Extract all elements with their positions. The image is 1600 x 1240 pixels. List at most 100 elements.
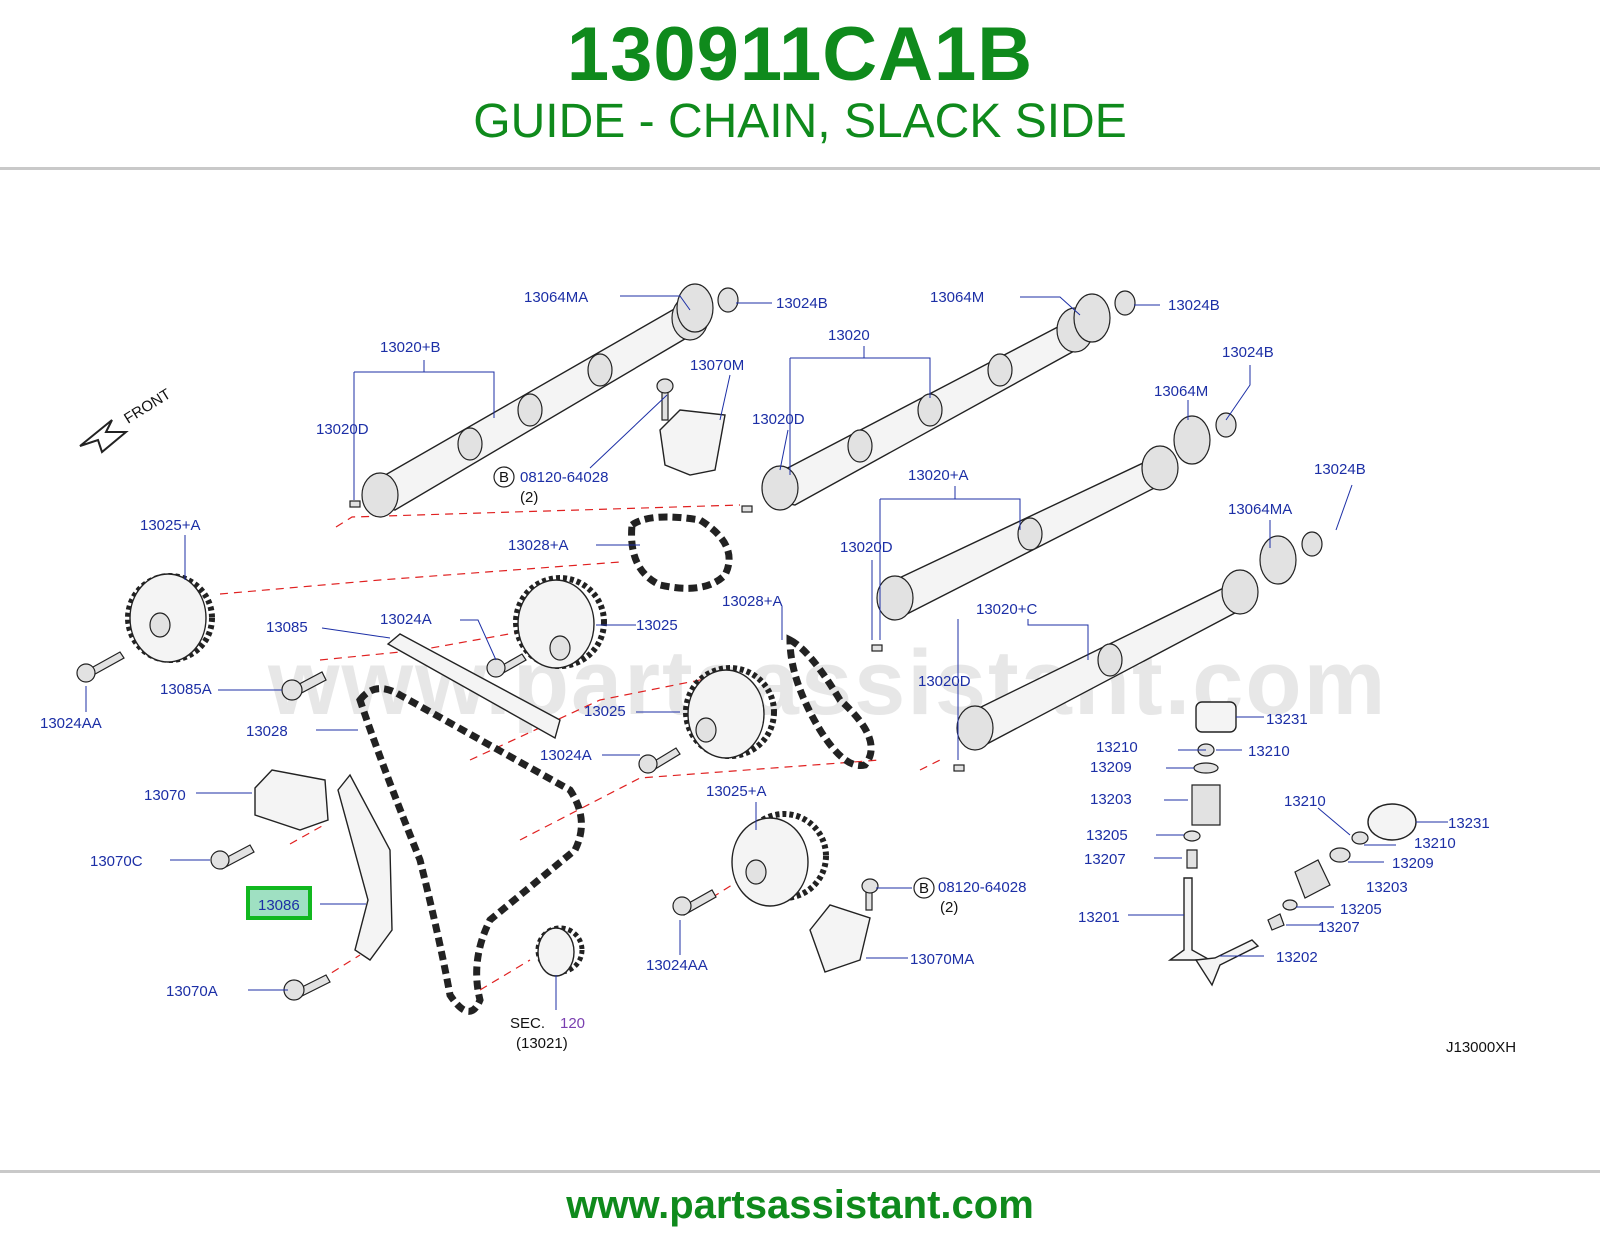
label-13028a-1[interactable]: 13028+A [508, 537, 568, 554]
label-13210-2[interactable]: 13210 [1248, 743, 1290, 760]
bolt-callout-letter-2: B [919, 880, 929, 897]
label-13020a[interactable]: 13020+A [908, 467, 968, 484]
label-13064ma-top[interactable]: 13064MA [524, 289, 588, 306]
plug-13024b-4 [1301, 531, 1323, 557]
label-13020d-1[interactable]: 13020D [316, 421, 369, 438]
plug-13024b-2 [1114, 290, 1136, 316]
label-13210-4[interactable]: 13210 [1414, 835, 1456, 852]
site-url-footer[interactable]: www.partsassistant.com [566, 1183, 1034, 1227]
label-13024aa-1[interactable]: 13024AA [40, 715, 102, 732]
label-13024aa-2[interactable]: 13024AA [646, 957, 708, 974]
label-13025a-2[interactable]: 13025+A [706, 783, 766, 800]
label-13020c[interactable]: 13020+C [976, 601, 1037, 618]
label-sec-120[interactable]: 120 [560, 1015, 585, 1032]
label-13024a-1[interactable]: 13024A [380, 611, 432, 628]
label-13070[interactable]: 13070 [144, 787, 186, 804]
label-13203-2[interactable]: 13203 [1366, 879, 1408, 896]
seal-13064m-top [1073, 293, 1111, 343]
label-13028[interactable]: 13028 [246, 723, 288, 740]
chain-guide-13085 [386, 633, 561, 740]
label-bolt-08120-64028-2[interactable]: 08120-64028 [938, 879, 1026, 896]
label-13028a-2[interactable]: 13028+A [722, 593, 782, 610]
label-13085[interactable]: 13085 [266, 619, 308, 636]
camshaft-13020 [761, 307, 1094, 511]
tensioner-13070 [254, 769, 329, 831]
page-header: 130911CA1B GUIDE - CHAIN, SLACK SIDE [0, 0, 1600, 168]
seal-13064ma-mid [1259, 535, 1297, 585]
highlight-box [246, 886, 312, 920]
sprocket-13025a-lower [731, 811, 829, 907]
label-13231-2[interactable]: 13231 [1448, 815, 1490, 832]
label-13207-2[interactable]: 13207 [1318, 919, 1360, 936]
label-13024b-4[interactable]: 13024B [1314, 461, 1366, 478]
label-13205-2[interactable]: 13205 [1340, 901, 1382, 918]
label-13064m-mid[interactable]: 13064M [1154, 383, 1208, 400]
bolt-callout-circle-1 [493, 466, 515, 488]
label-13209-2[interactable]: 13209 [1392, 855, 1434, 872]
label-13020b[interactable]: 13020+B [380, 339, 440, 356]
secondary-chain-upper [628, 513, 733, 592]
label-13064ma-mid[interactable]: 13064MA [1228, 501, 1292, 518]
label-13020[interactable]: 13020 [828, 327, 870, 344]
label-13231-1[interactable]: 13231 [1266, 711, 1308, 728]
callout-labels: 13064MA 13024B 13064M 13024B 13020+B 130… [40, 289, 1516, 1056]
label-13024b-1[interactable]: 13024B [776, 295, 828, 312]
label-13070c[interactable]: 13070C [90, 853, 143, 870]
label-13205-1[interactable]: 13205 [1086, 827, 1128, 844]
label-13024b-3[interactable]: 13024B [1222, 344, 1274, 361]
label-13070ma[interactable]: 13070MA [910, 951, 974, 968]
sprocket-13025a-left [125, 573, 215, 663]
label-13209-1[interactable]: 13209 [1090, 759, 1132, 776]
label-13020d-2[interactable]: 13020D [752, 411, 805, 428]
front-arrow-icon [79, 419, 129, 454]
diagram-ref-code: J13000XH [1446, 1039, 1516, 1056]
label-13024a-2[interactable]: 13024A [540, 747, 592, 764]
camshaft-13020a [876, 445, 1179, 621]
label-13203-1[interactable]: 13203 [1090, 791, 1132, 808]
label-13025-1[interactable]: 13025 [636, 617, 678, 634]
footer-divider [0, 1170, 1600, 1173]
label-13207-1[interactable]: 13207 [1084, 851, 1126, 868]
seal-13064ma-top [676, 283, 714, 333]
label-sec-13021: (13021) [516, 1035, 568, 1052]
camshaft-13020c [956, 569, 1259, 751]
crank-sprocket [535, 925, 585, 977]
seal-13064m-mid [1173, 415, 1211, 465]
header-divider [0, 167, 1600, 170]
label-13201[interactable]: 13201 [1078, 909, 1120, 926]
label-13085a[interactable]: 13085A [160, 681, 212, 698]
valve-train-right [1167, 701, 1417, 987]
label-13025-2[interactable]: 13025 [584, 703, 626, 720]
label-13020d-4[interactable]: 13020D [918, 673, 971, 690]
bolt-callout-letter-1: B [499, 469, 509, 486]
label-13024b-2[interactable]: 13024B [1168, 297, 1220, 314]
bolt-callout-circle-2 [913, 877, 935, 899]
label-bolt-2-qty: (2) [940, 899, 958, 916]
secondary-chain-lower [786, 634, 875, 770]
part-description: GUIDE - CHAIN, SLACK SIDE [473, 95, 1127, 148]
part-number-title: 130911CA1B [566, 12, 1034, 97]
front-label: FRONT [121, 386, 174, 428]
label-13070m[interactable]: 13070M [690, 357, 744, 374]
label-13086[interactable]: 13086 [258, 897, 300, 914]
label-13202[interactable]: 13202 [1276, 949, 1318, 966]
primary-chain-13028 [356, 685, 585, 1015]
label-13020d-3[interactable]: 13020D [840, 539, 893, 556]
tensioner-13070ma [809, 904, 871, 973]
chain-guide-slack-side-13086 [337, 773, 393, 961]
plug-13024b-3 [1215, 412, 1237, 438]
leader-lines [85, 295, 1448, 1010]
sprocket-13025-lower [683, 665, 777, 759]
tensioner-13070m [659, 409, 726, 476]
label-sec: SEC. [510, 1015, 545, 1032]
label-bolt-08120-64028-1[interactable]: 08120-64028 [520, 469, 608, 486]
label-13210-3[interactable]: 13210 [1284, 793, 1326, 810]
plug-13024b-1 [717, 287, 739, 313]
label-13064m-top[interactable]: 13064M [930, 289, 984, 306]
sprocket-13025-upper [513, 575, 607, 669]
label-13070a[interactable]: 13070A [166, 983, 218, 1000]
label-13025a-1[interactable]: 13025+A [140, 517, 200, 534]
label-13210-1[interactable]: 13210 [1096, 739, 1138, 756]
dowel-pins [349, 500, 965, 772]
